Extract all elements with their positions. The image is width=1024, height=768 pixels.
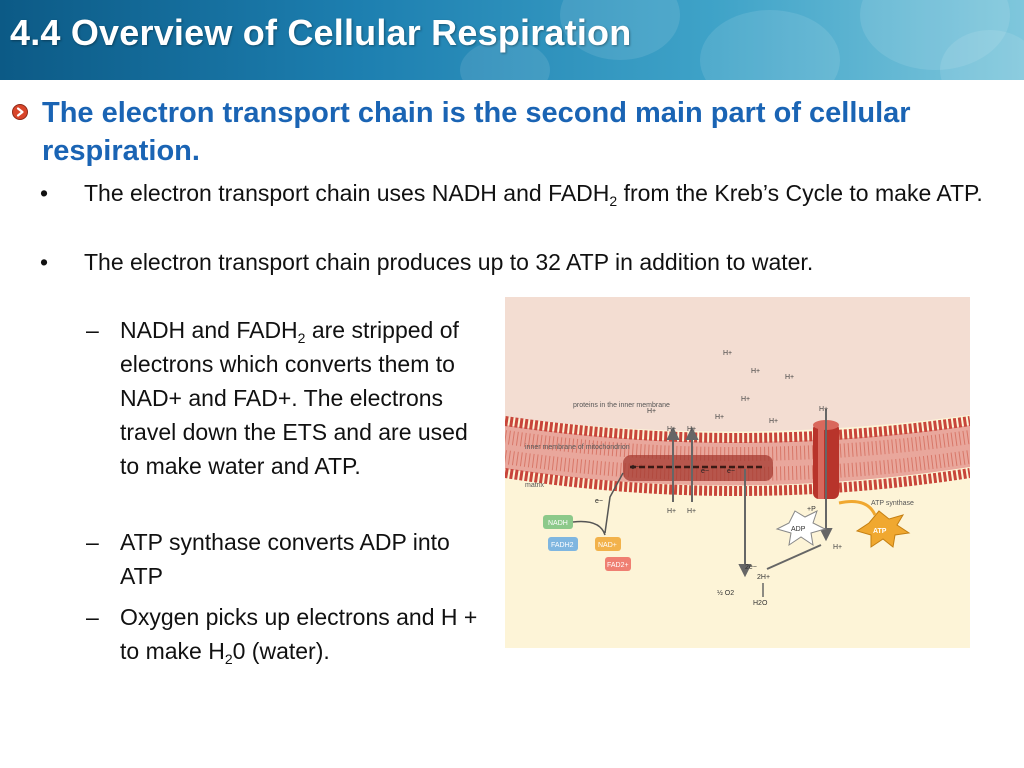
plus-p-label: +P <box>807 506 816 513</box>
h-plus-label: H+ <box>715 414 724 421</box>
nadh-box <box>543 515 573 529</box>
dash-marker: – <box>86 317 99 343</box>
bullet-marker: • <box>40 249 49 275</box>
h-plus-label: H+ <box>751 368 760 375</box>
atp-output-arrow <box>838 500 877 516</box>
dash-text: ATP synthase converts ADP into ATP <box>120 529 450 589</box>
bullet-marker: • <box>40 180 49 206</box>
h-plus-label: H+ <box>647 408 656 415</box>
water-label: H2O <box>753 600 768 607</box>
h-plus-label: H+ <box>667 426 676 433</box>
dash-text: NADH and FADH2 are stripped of electrons… <box>120 317 468 479</box>
dash-text: Oxygen picks up electrons and H + to mak… <box>120 604 478 667</box>
slide-header: 4.4 Overview of Cellular Respiration <box>0 0 1024 80</box>
electron-label: e− <box>595 498 603 505</box>
main-point-text: The electron transport chain is the seco… <box>42 97 911 167</box>
fad-plus-box <box>605 557 631 571</box>
label-inner-membrane: inner membrane of mitochondrion <box>525 444 630 451</box>
label-proteins: proteins in the inner membrane <box>573 402 670 409</box>
dash-marker: – <box>86 529 99 555</box>
fad-plus-label: FAD2+ <box>607 562 629 569</box>
label-matrix: matrix <box>525 482 545 489</box>
electron-input-arrow <box>572 472 624 536</box>
electron-label: e− <box>701 468 709 475</box>
bullet-text: The electron transport chain uses NADH a… <box>84 180 983 209</box>
proton-to-water-arrow <box>766 544 822 570</box>
proton-pump-arrows <box>666 409 833 578</box>
nad-plus-box <box>595 537 621 551</box>
h-plus-label: H+ <box>785 374 794 381</box>
two-h-plus-label: 2H+ <box>757 574 770 581</box>
adp-star-icon <box>775 510 827 547</box>
two-electron-label: 2e− <box>745 564 757 571</box>
h-plus-label: H+ <box>687 426 696 433</box>
label-atp-synthase: ATP synthase <box>871 500 914 507</box>
atp-star-icon <box>855 510 911 548</box>
h-plus-label: H+ <box>819 406 828 413</box>
electron-label: e− <box>727 468 735 475</box>
electron-label: e− <box>631 464 639 471</box>
half-oxygen-label: ½ O2 <box>717 589 734 597</box>
nad-plus-label: NAD+ <box>598 542 617 549</box>
h-plus-label: H+ <box>741 396 750 403</box>
cell-texture <box>460 40 550 80</box>
h-plus-label: H+ <box>687 508 696 515</box>
nadh-label: NADH <box>548 520 568 527</box>
h-plus-label: H+ <box>667 508 676 515</box>
fadh2-label: FADH2 <box>551 542 574 549</box>
fadh2-box <box>548 537 578 551</box>
adp-label: ADP <box>791 526 806 533</box>
intermembrane-space <box>505 297 970 432</box>
bullet-text: The electron transport chain produces up… <box>84 249 814 275</box>
h-plus-label: H+ <box>833 544 842 551</box>
etc-diagram: proteins in the inner membrane inner mem… <box>505 297 970 648</box>
atp-label: ATP <box>873 528 887 535</box>
cell-texture <box>700 10 840 80</box>
dash-marker: – <box>86 604 99 630</box>
h-plus-label: H+ <box>769 418 778 425</box>
h-plus-label: H+ <box>723 350 732 357</box>
slide-title: 4.4 Overview of Cellular Respiration <box>10 12 632 53</box>
arrow-bullet-icon <box>12 104 28 120</box>
